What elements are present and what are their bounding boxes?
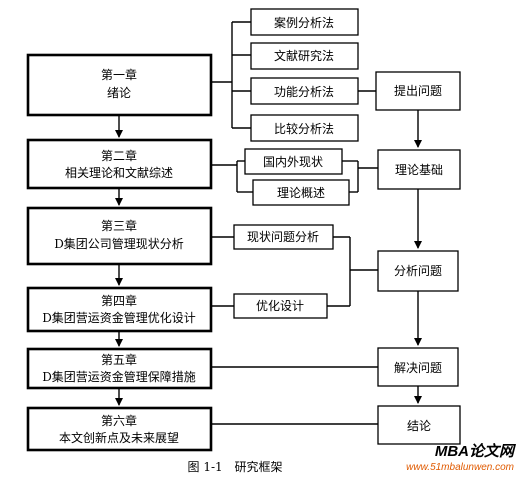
- theoretical-basis: 理论基础: [395, 163, 443, 177]
- chapter-1-box: 第一章 绪论: [26, 53, 213, 117]
- chapter-4-title: D集团营运资金管理优化设计: [42, 310, 196, 325]
- method-case-analysis-box: 案例分析法: [250, 8, 359, 36]
- chapter-3-box: 第三章 D集团公司管理现状分析: [26, 206, 213, 266]
- domestic-foreign-status: 国内外现状: [263, 155, 323, 169]
- solve-problem: 解决问题: [394, 361, 442, 375]
- chapter-5-label: 第五章: [101, 352, 137, 367]
- theory-overview: 理论概述: [277, 186, 325, 200]
- analyze-problem: 分析问题: [394, 264, 442, 278]
- method-literature-research-box: 文献研究法: [250, 42, 359, 70]
- chapter-6-box: 第六章 本文创新点及未来展望: [26, 406, 213, 452]
- figure-title: 研究框架: [234, 460, 283, 474]
- chapter-2-title: 相关理论和文献综述: [65, 165, 173, 180]
- optimization-design: 优化设计: [256, 299, 304, 313]
- figure-caption: 图 1-1 研究框架: [0, 458, 470, 475]
- chapter-5-box: 第五章 D集团营运资金管理保障措施: [26, 347, 213, 390]
- method-comparative-analysis-box: 比较分析法: [250, 114, 359, 142]
- raise-problem-box: 提出问题: [375, 71, 461, 111]
- chapter-4-label: 第四章: [101, 293, 137, 308]
- status-problem-analysis-box: 现状问题分析: [233, 224, 334, 250]
- theory-overview-box: 理论概述: [252, 179, 350, 206]
- chapter-3-title: D集团公司管理现状分析: [54, 236, 184, 251]
- chapter-2-label: 第二章: [101, 148, 137, 163]
- solve-problem-box: 解决问题: [377, 347, 459, 387]
- chapter-6-label: 第六章: [101, 413, 137, 428]
- connectors: [115, 21, 422, 425]
- chapter-4-box: 第四章 D集团营运资金管理优化设计: [26, 286, 213, 333]
- conclusion-box: 结论: [377, 405, 461, 445]
- analyze-problem-box: 分析问题: [377, 250, 459, 292]
- figure-number: 图 1-1: [187, 460, 223, 474]
- method-functional-analysis-box: 功能分析法: [250, 77, 359, 105]
- theoretical-basis-box: 理论基础: [377, 149, 461, 190]
- status-problem-analysis: 现状问题分析: [247, 230, 319, 244]
- method-literature-research: 文献研究法: [274, 48, 334, 63]
- chapter-1-label: 第一章: [101, 67, 137, 82]
- method-functional-analysis: 功能分析法: [274, 85, 334, 99]
- watermark-brand: MBA论文网: [434, 443, 514, 460]
- raise-problem: 提出问题: [394, 83, 442, 98]
- method-comparative-analysis: 比较分析法: [274, 121, 334, 136]
- domestic-foreign-status-box: 国内外现状: [244, 148, 343, 175]
- watermark-url: www.51mbalunwen.com: [406, 462, 514, 473]
- chapter-6-title: 本文创新点及未来展望: [59, 430, 179, 445]
- chapter-1-title: 绪论: [107, 86, 131, 100]
- conclusion: 结论: [407, 419, 431, 433]
- chapter-2-box: 第二章 相关理论和文献综述: [26, 138, 213, 190]
- chapter-3-label: 第三章: [101, 218, 137, 233]
- method-case-analysis: 案例分析法: [274, 15, 334, 30]
- optimization-design-box: 优化设计: [233, 293, 328, 319]
- chapter-5-title: D集团营运资金管理保障措施: [42, 369, 196, 384]
